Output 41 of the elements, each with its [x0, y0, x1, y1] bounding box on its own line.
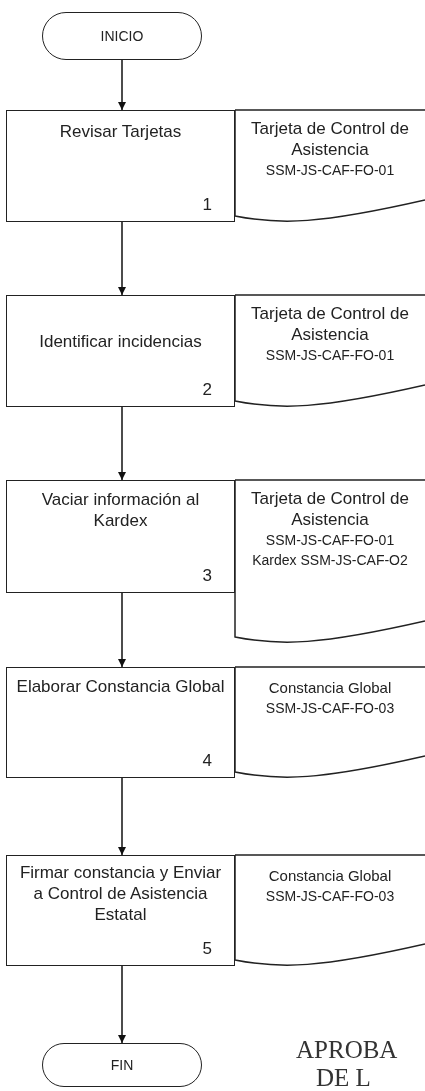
process-box	[6, 295, 235, 407]
step-number: 5	[202, 939, 212, 959]
form-code: SSM-JS-CAF-FO-01	[264, 161, 396, 180]
document-title: Constancia Global	[267, 678, 393, 698]
document-title: Constancia Global	[267, 866, 393, 886]
form-code: SSM-JS-CAF-FO-03	[264, 699, 396, 718]
terminal-label: FIN	[110, 1057, 134, 1073]
arrow	[118, 592, 126, 668]
process-box	[6, 855, 235, 966]
form-code: Kardex SSM-JS-CAF-O2	[251, 551, 409, 570]
process-box	[6, 480, 235, 593]
process-box	[6, 667, 235, 778]
step-label: Revisar Tarjetas	[58, 121, 183, 142]
step-number: 2	[202, 380, 212, 400]
terminal-label: INICIO	[100, 28, 144, 44]
document-shape	[235, 295, 425, 407]
arrow	[118, 777, 126, 856]
step-label: Identificar incidencias	[38, 331, 203, 352]
arrow	[118, 221, 126, 296]
document-title: Tarjeta de Control de Asistencia	[250, 303, 410, 345]
document-shape	[235, 855, 425, 966]
step-label: Elaborar Constancia Global	[15, 676, 226, 697]
step-number: 3	[202, 566, 212, 586]
form-code: SSM-JS-CAF-FO-03	[264, 887, 396, 906]
step-number: 1	[202, 195, 212, 215]
document-title: Tarjeta de Control de Asistencia	[250, 118, 410, 160]
arrow	[118, 406, 126, 481]
document-shape	[235, 480, 425, 643]
stamp-text: APROBA	[296, 1036, 398, 1064]
stamp-text: DE L	[316, 1064, 371, 1091]
step-number: 4	[202, 751, 212, 771]
step-label: Firmar constancia y Enviar a Control de Asistencia Estatal	[18, 862, 223, 925]
arrow	[118, 965, 126, 1044]
arrow	[118, 59, 126, 111]
document-shape	[235, 110, 425, 222]
document-title: Tarjeta de Control de Asistencia	[250, 488, 410, 530]
form-code: SSM-JS-CAF-FO-01	[264, 346, 396, 365]
process-box	[6, 110, 235, 222]
step-label: Vaciar información al Kardex	[40, 489, 201, 531]
form-code: SSM-JS-CAF-FO-01	[264, 531, 396, 550]
document-shape	[235, 667, 425, 778]
